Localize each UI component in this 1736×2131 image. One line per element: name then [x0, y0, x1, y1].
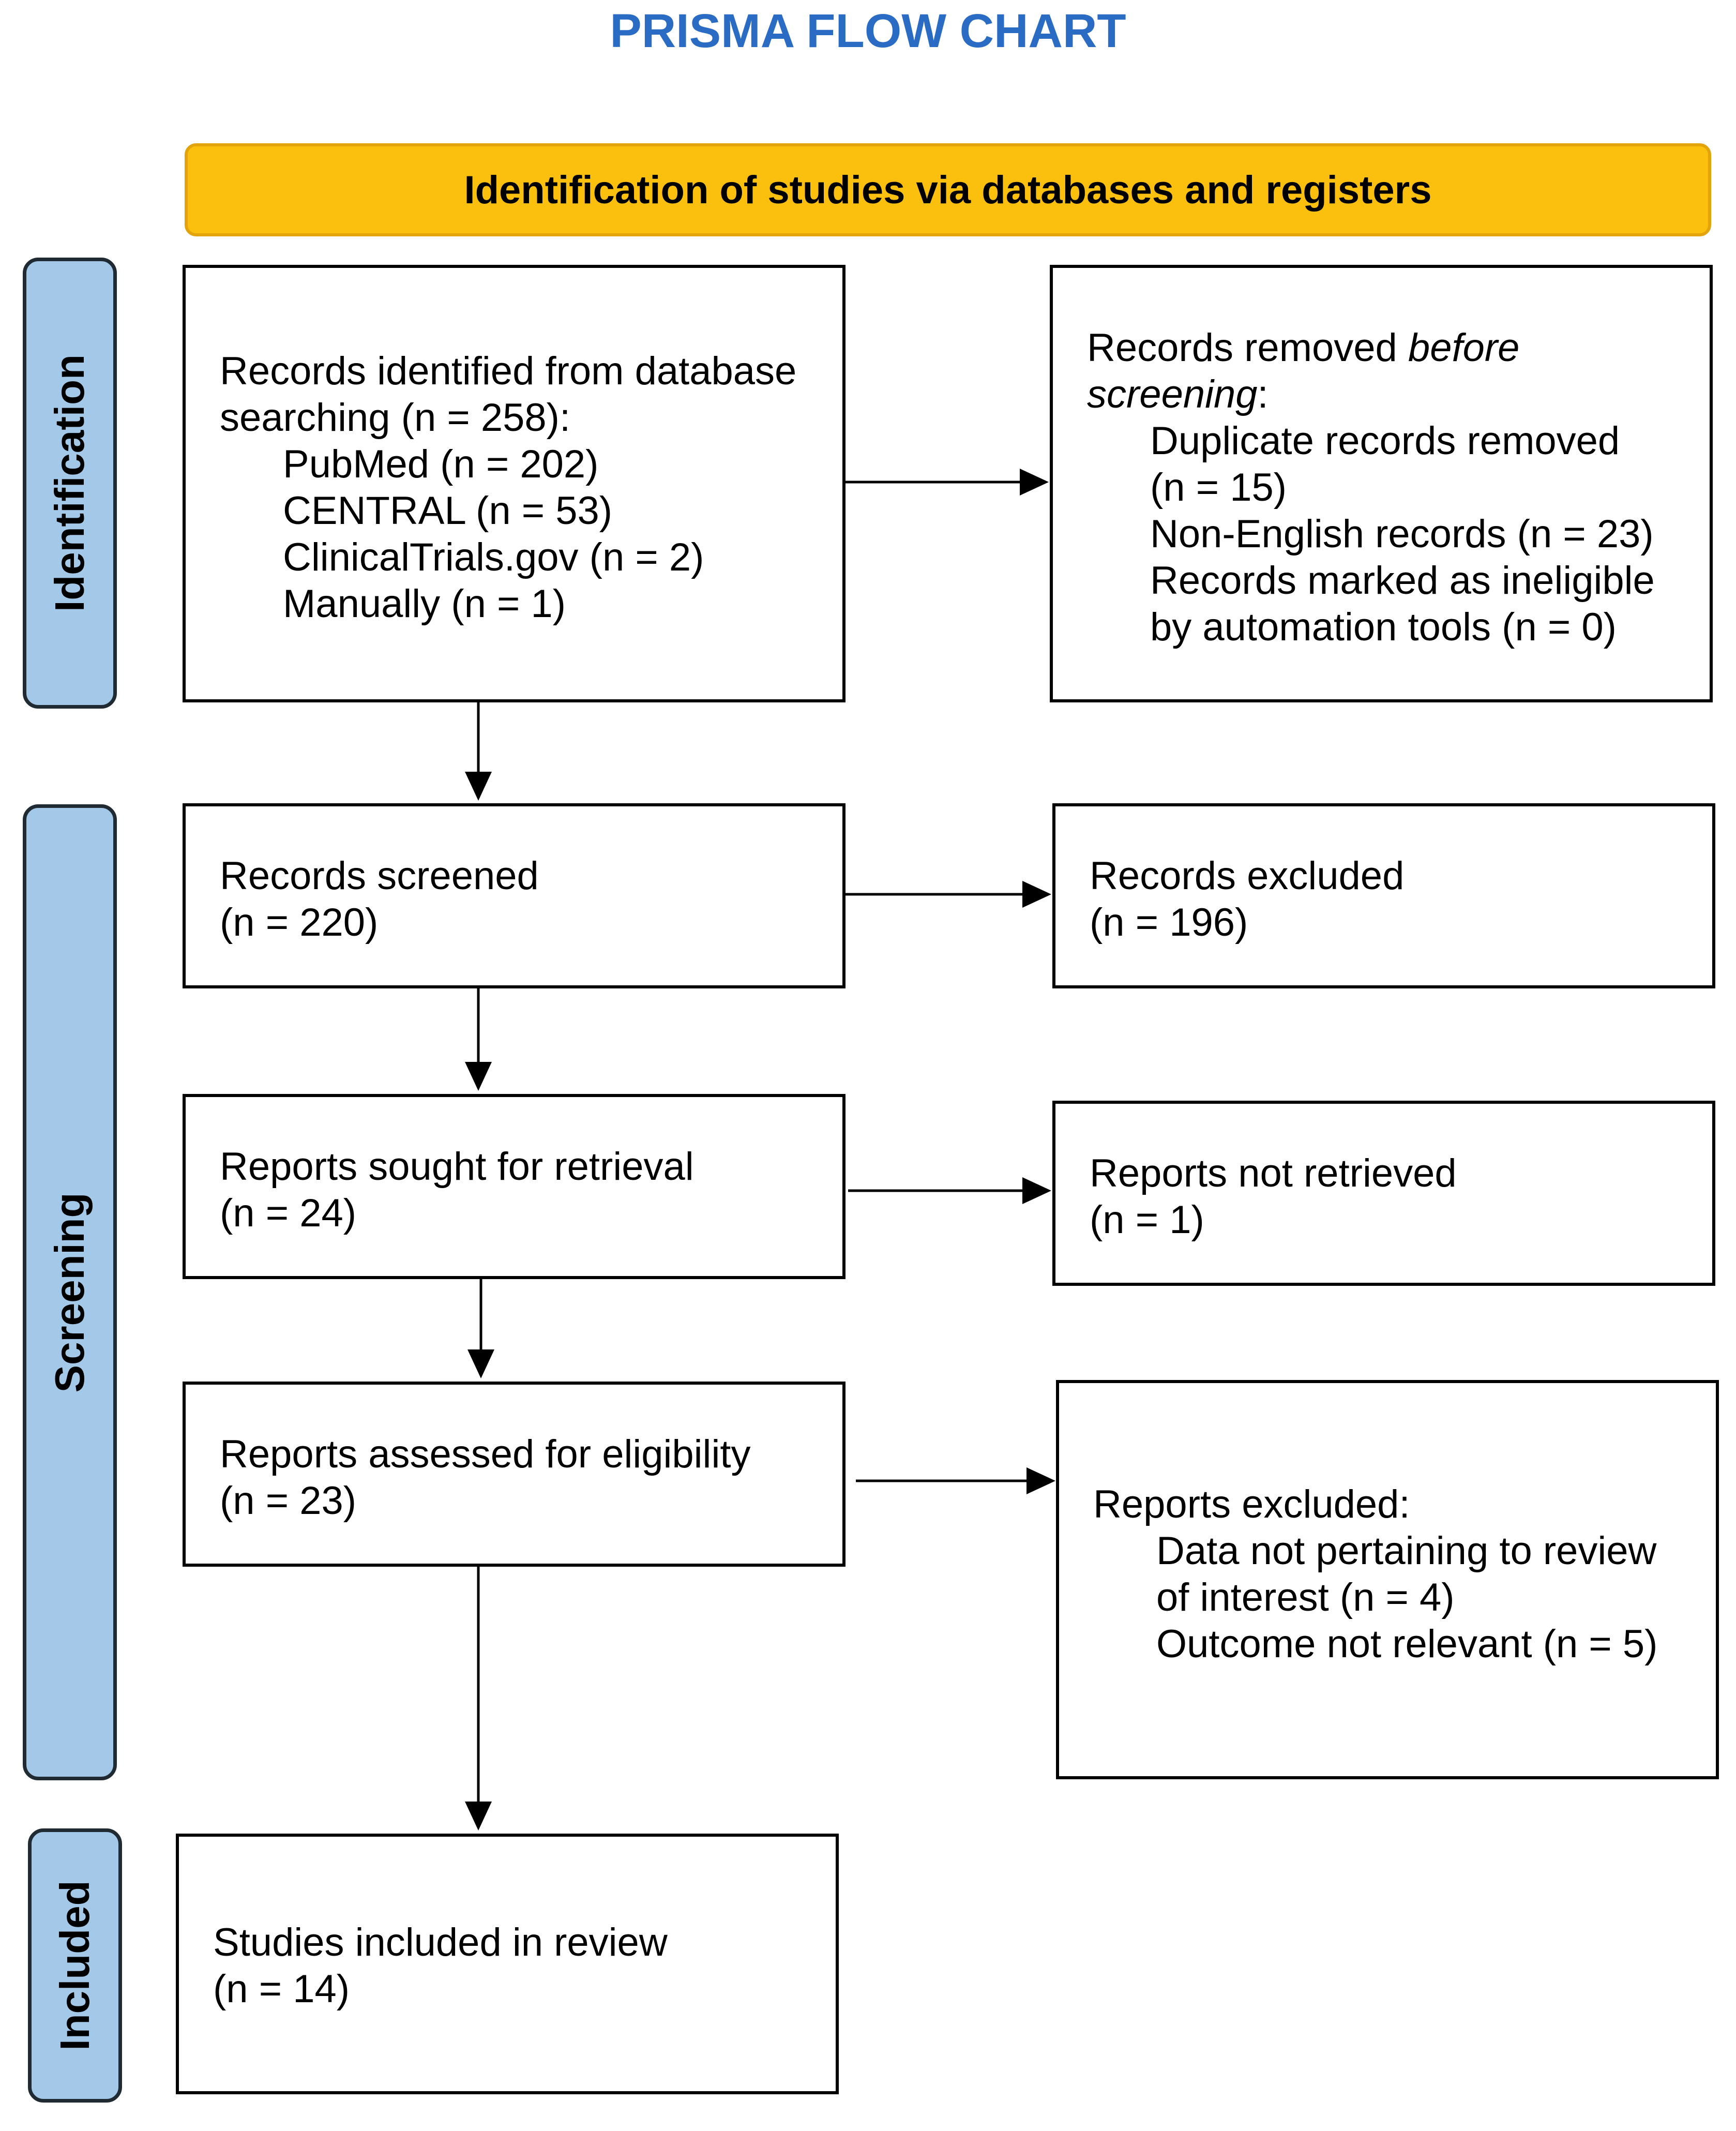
records-removed-box: Records removed before screening: Duplic… — [1050, 265, 1713, 702]
records-identified-line2: searching (n = 258): — [220, 396, 571, 440]
phase-included: Included — [28, 1828, 122, 2103]
source-pubmed: PubMed (n = 202) — [283, 442, 599, 486]
records-screened-label: Records screened — [220, 854, 539, 898]
source-central: CENTRAL (n = 53) — [283, 489, 613, 533]
records-excluded-count: (n = 196) — [1090, 901, 1248, 944]
reports-not-retrieved-box: Reports not retrieved (n = 1) — [1052, 1101, 1715, 1286]
reports-sought-box: Reports sought for retrieval (n = 24) — [183, 1094, 846, 1279]
phase-screening: Screening — [23, 804, 117, 1780]
records-identified-line1: Records identified from database — [220, 349, 797, 393]
phase-identification: Identification — [23, 258, 117, 709]
removed-item: Duplicate records removed — [1150, 419, 1620, 463]
arrowhead — [465, 1062, 492, 1091]
reports-sought-label: Reports sought for retrieval — [220, 1145, 694, 1189]
arrowhead — [465, 772, 492, 801]
arrowhead — [467, 1349, 494, 1378]
reports-excluded-label: Reports excluded: — [1093, 1482, 1410, 1526]
studies-included-count: (n = 14) — [213, 1967, 350, 2011]
records-screened-count: (n = 220) — [220, 901, 379, 944]
arrowhead — [1026, 1467, 1055, 1494]
reports-assessed-label: Reports assessed for eligibility — [220, 1432, 751, 1476]
removed-item: Non-English records (n = 23) — [1150, 512, 1654, 556]
reports-sought-count: (n = 24) — [220, 1191, 357, 1235]
reports-not-retrieved-label: Reports not retrieved — [1090, 1151, 1457, 1195]
removed-item: Records marked as ineligible — [1150, 559, 1655, 603]
arrowhead — [465, 1802, 492, 1830]
records-removed-heading: Records removed before — [1087, 326, 1520, 370]
removed-item: (n = 15) — [1150, 466, 1287, 509]
reports-excluded-item: of interest (n = 4) — [1156, 1575, 1455, 1619]
records-excluded-box: Records excluded (n = 196) — [1052, 803, 1715, 988]
studies-included-label: Studies included in review — [213, 1920, 668, 1964]
identification-banner: Identification of studies via databases … — [185, 143, 1711, 236]
records-removed-heading-2: screening: — [1087, 372, 1269, 416]
reports-excluded-box: Reports excluded: Data not pertaining to… — [1056, 1380, 1719, 1779]
records-screened-box: Records screened (n = 220) — [183, 803, 846, 988]
studies-included-box: Studies included in review (n = 14) — [176, 1834, 839, 2094]
reports-excluded-item: Data not pertaining to review — [1156, 1529, 1657, 1573]
records-excluded-label: Records excluded — [1090, 854, 1405, 898]
removed-item: by automation tools (n = 0) — [1150, 605, 1617, 649]
reports-not-retrieved-count: (n = 1) — [1090, 1198, 1204, 1242]
chart-title: PRISMA FLOW CHART — [610, 5, 1126, 57]
reports-excluded-item: Outcome not relevant (n = 5) — [1156, 1622, 1658, 1666]
reports-assessed-count: (n = 23) — [220, 1479, 357, 1523]
records-identified-box: Records identified from database searchi… — [183, 265, 846, 702]
arrowhead — [1022, 1177, 1051, 1204]
arrowhead — [1020, 469, 1049, 496]
arrowhead — [1022, 881, 1051, 908]
reports-assessed-box: Reports assessed for eligibility (n = 23… — [183, 1382, 846, 1567]
source-clinicaltrials: ClinicalTrials.gov (n = 2) — [283, 535, 704, 579]
source-manually: Manually (n = 1) — [283, 582, 566, 626]
banner-label: Identification of studies via databases … — [464, 168, 1432, 212]
